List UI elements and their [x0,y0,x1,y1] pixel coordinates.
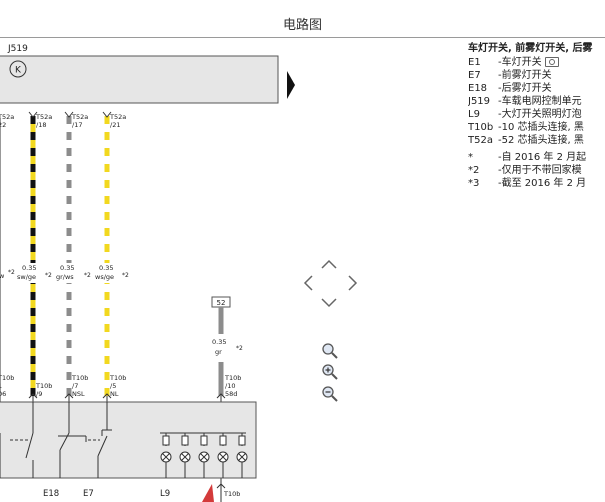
module-symbol-circle [9,60,27,78]
switch-symbols [0,402,112,478]
legend-row: L9 -大灯开关照明灯泡 [468,108,605,121]
zoom-reset-button[interactable] [321,363,339,381]
legend-code: J519 [468,96,491,107]
continuation-arrow-icon[interactable] [287,71,295,99]
legend-row: E7 -前雾灯开关 [468,69,605,82]
legend-row: *2 -仅用于不带回家模 [468,164,605,177]
legend-desc: -车灯开关 [498,57,542,68]
bulb-icon [160,433,172,478]
pan-left-icon [303,275,313,291]
pin-arrow-sw-ge [28,111,38,118]
legend-row: *3 -截至 2016 年 2 月 [468,177,605,190]
legend-desc: -仅用于不带回家模 [498,165,582,176]
legend-row: E18 -后雾灯开关 [468,82,605,95]
pin-arrow-gr-ws [64,111,74,118]
bulb-icon [179,433,191,478]
highlight-marker-icon [202,484,214,502]
legend-row: T10b -10 芯插头连接, 黑 [468,121,605,134]
zoom-out-icon [322,386,338,402]
pan-right-icon [348,275,358,291]
title-divider [0,37,605,38]
circuit-diagram[interactable]: J519 K 52 T52a22 T52a/18 T52a/17 T52a/21… [0,38,300,502]
connector-t52a-18: T52a/18 [35,113,52,129]
module-label: J519 [7,44,28,54]
connector-t10b-bottom: T10b [223,490,240,498]
legend-desc: -52 芯插头连接, 黑 [498,135,584,146]
pin-arrow-t10b-9 [28,393,38,399]
zoom-in-button[interactable] [321,342,339,360]
bulb-row [160,433,248,478]
legend-code: T10b [468,122,494,133]
bulb-icon [217,433,229,478]
legend-desc: -车载电网控制单元 [498,96,582,107]
connector-t10b-left: T10b106 [0,374,14,398]
legend-code: E7 [468,70,481,81]
connector-t52a-17: T52a/17 [71,113,88,129]
pin-arrow-ws-ge [102,111,112,118]
legend-desc: -后雾灯开关 [498,83,552,94]
connector-t52a-21: T52a/21 [109,113,126,129]
pin-arrow-t10b-7 [64,393,74,399]
legend-code: E18 [468,83,488,94]
connector-t10b-9: T10b/9 [35,382,52,398]
legend-desc: -前雾灯开关 [498,70,552,81]
bulb-icon [198,433,210,478]
legend-code: *2 [468,165,480,176]
module-band [0,55,279,104]
component-label-e7: E7 [83,489,94,499]
legend-code: * [468,152,473,163]
legend-title: 车灯开关, 前雾灯开关, 后雾 [468,43,593,54]
legend-code: L9 [468,109,480,120]
legend-desc: -自 2016 年 2 月起 [498,152,587,163]
page-title: 电路图 [282,18,322,33]
module-symbol: K [15,66,22,76]
pin-arrow-t10b-5 [102,393,112,399]
legend-row: J519 -车载电网控制单元 [468,95,605,108]
zoom-out-button[interactable] [321,385,339,403]
legend-code: E1 [468,57,481,68]
legend-row: * -自 2016 年 2 月起 [468,151,605,164]
wire-label-left: w*2 [0,269,15,280]
connector-t52a-left: T52a22 [0,113,14,129]
ground-label: 52 [217,299,226,307]
pin-arrow-t10b-10 [216,393,226,399]
legend-row: E1 -车灯开关 [468,56,605,69]
pin-arrow-bottom [216,483,226,489]
legend-desc: -大灯开关照明灯泡 [498,109,582,120]
legend-desc: -截至 2016 年 2 月 [498,178,587,189]
pan-left-button[interactable] [297,272,319,294]
legend-code: T52a [468,135,493,146]
component-label-l9: L9 [160,489,170,499]
legend-desc: -10 芯插头连接, 黑 [498,122,584,133]
camera-icon[interactable] [544,57,559,67]
legend-panel: 车灯开关, 前雾灯开关, 后雾 E1 -车灯开关 E7 -前雾灯开关 E18 -后雾灯开关… [468,42,605,190]
component-label-e18: E18 [43,489,59,499]
pan-up-icon [321,259,337,269]
zoom-in-icon [322,343,338,359]
legend-row: T52a -52 芯插头连接, 黑 [468,134,605,147]
pan-down-icon [321,298,337,308]
legend-code: *3 [468,178,480,189]
pan-down-button[interactable] [318,292,340,314]
switch-module-box [0,401,257,479]
pan-up-button[interactable] [318,253,340,275]
pan-right-button[interactable] [342,272,364,294]
zoom-reset-icon [322,364,338,380]
bulb-icon [236,433,248,478]
